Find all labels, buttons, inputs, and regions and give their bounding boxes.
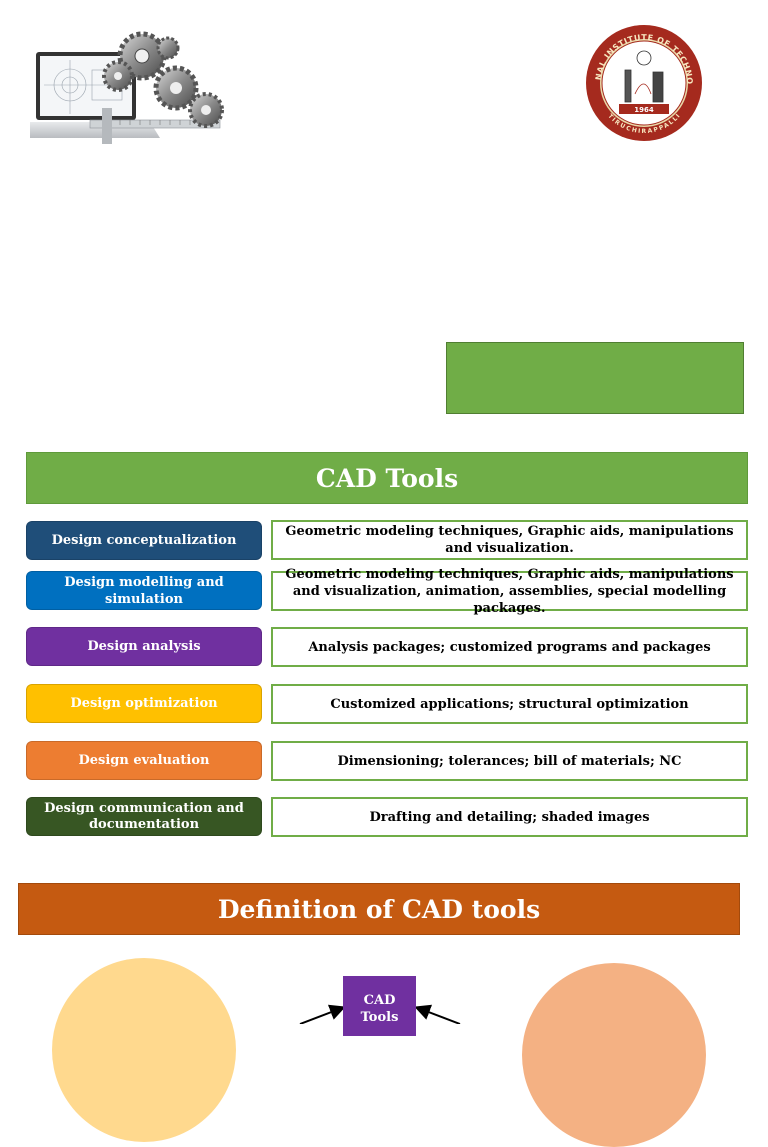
tool-description: Geometric modeling techniques, Graphic a… (271, 520, 748, 560)
tool-description: Analysis packages; customized programs a… (271, 627, 748, 667)
gears-laptop-illustration (30, 31, 224, 144)
institute-seal-logo: NATIONAL INSTITUTE OF TECHNOLOGY TIRUCHI… (585, 24, 702, 141)
stage-label: Design analysis (26, 627, 262, 666)
cad-tools-title: CAD Tools (26, 452, 748, 504)
stage-label: Design modelling and simulation (26, 571, 262, 610)
tool-description: Drafting and detailing; shaded images (271, 797, 748, 837)
stage-label: Design evaluation (26, 741, 262, 780)
svg-text:1964: 1964 (634, 106, 654, 114)
stage-label: Design optimization (26, 684, 262, 723)
connector-arrows (299, 1004, 461, 1024)
cad-tools-center-box: CAD Tools (343, 976, 416, 1036)
right-circle-shape (522, 963, 706, 1147)
stage-label: Design communication and documentation (26, 797, 262, 836)
definition-title: Definition of CAD tools (18, 883, 740, 935)
tool-description: Dimensioning; tolerances; bill of materi… (271, 741, 748, 781)
left-circle-shape (52, 958, 236, 1142)
stage-label: Design conceptualization (26, 521, 262, 560)
tool-description: Customized applications; structural opti… (271, 684, 748, 724)
green-banner-box (446, 342, 744, 414)
tool-description: Geometric modeling techniques, Graphic a… (271, 567, 748, 616)
